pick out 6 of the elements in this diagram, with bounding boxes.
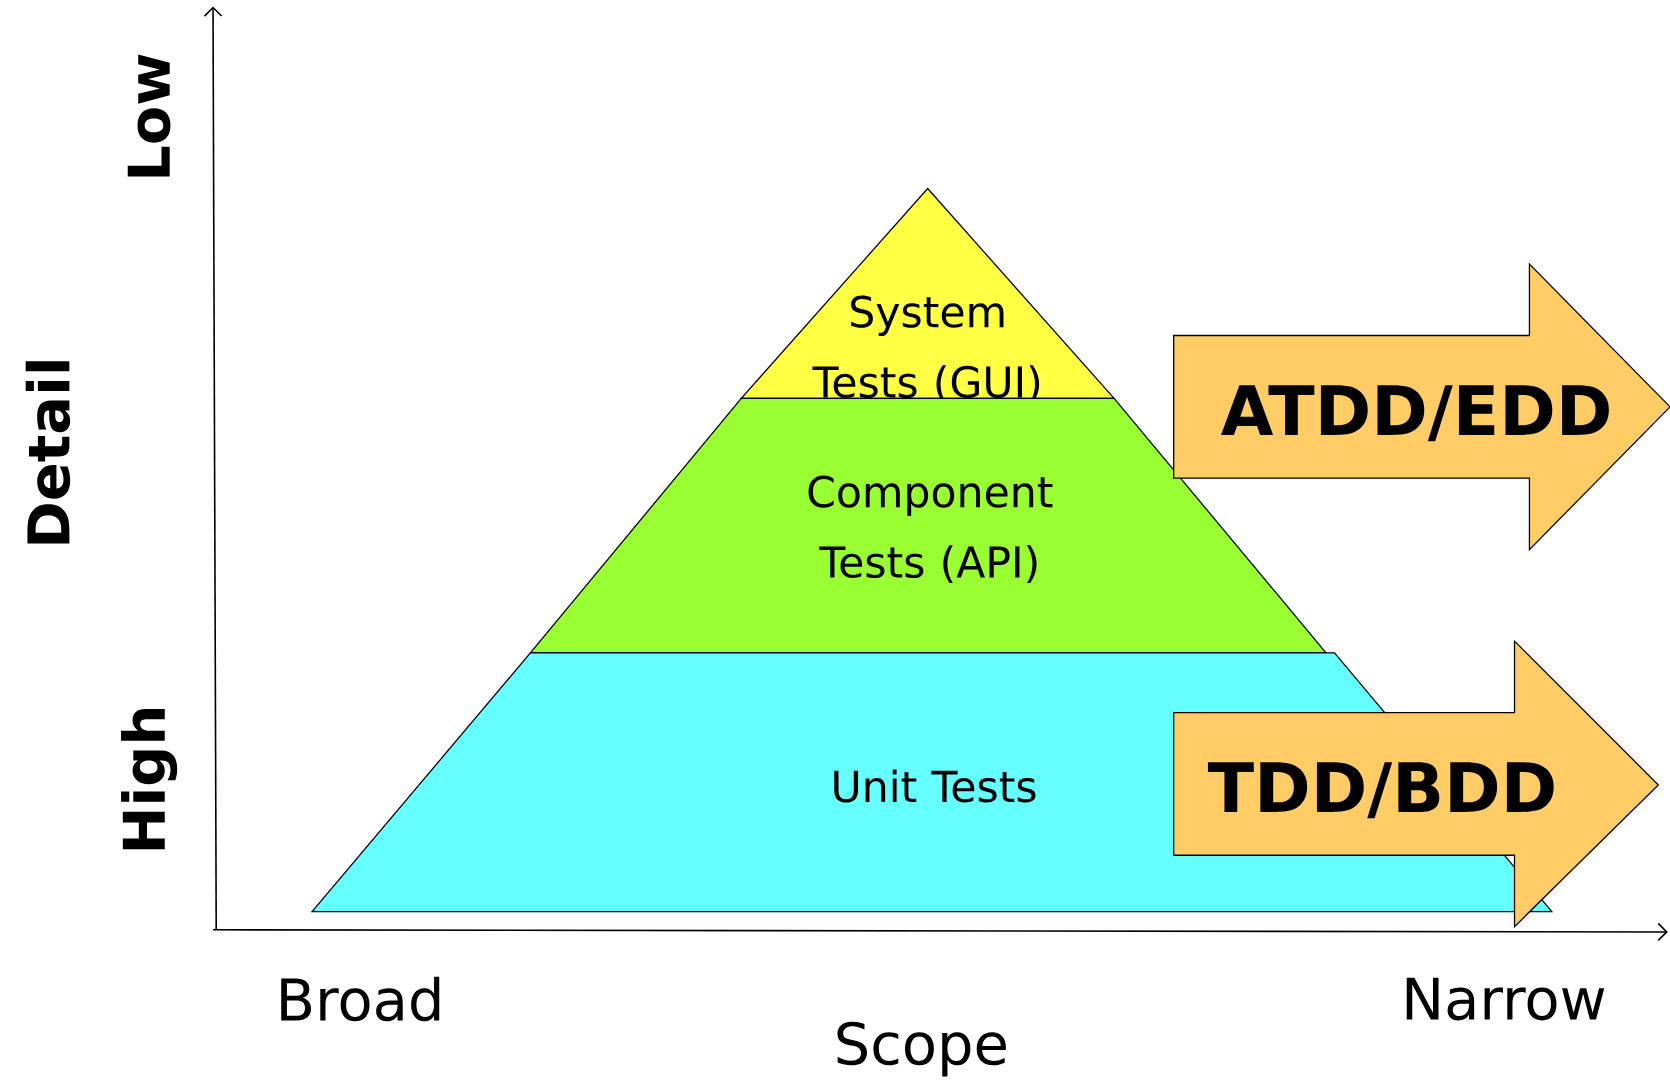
axis-label: Low	[127, 54, 171, 177]
axis-label: Narrow	[1406, 977, 1605, 1021]
axis-label: High	[121, 709, 178, 850]
axis-label: Detail	[25, 361, 71, 544]
axis-label: Broad	[281, 977, 440, 1022]
axis-label: Scope	[837, 1022, 1006, 1077]
